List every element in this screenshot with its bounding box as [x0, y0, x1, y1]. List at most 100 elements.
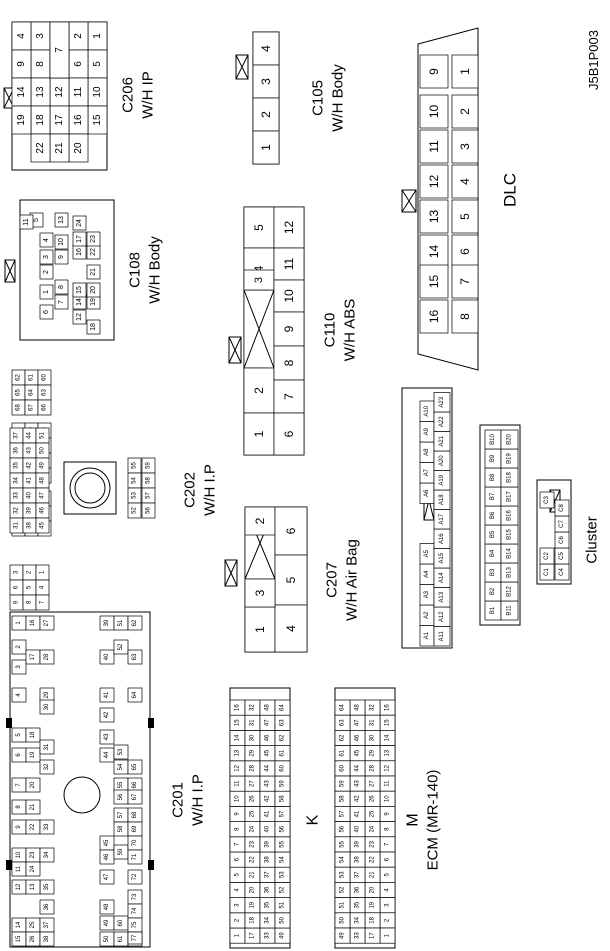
pin-label: 6	[385, 857, 391, 861]
pin-label: 56	[146, 507, 152, 514]
pin-label: A17	[439, 513, 445, 524]
pin-label: 40	[355, 825, 361, 832]
pin-label: 21	[370, 871, 376, 878]
pin-label: 74	[132, 907, 138, 914]
pin-label: 18	[90, 323, 97, 331]
pin-label: A3	[424, 590, 430, 598]
pin-label: A12	[439, 611, 445, 622]
pin-label: 1	[458, 68, 472, 75]
pin-label: 4	[458, 178, 472, 185]
pin-label: 6	[16, 753, 22, 757]
pin-label: B18	[507, 472, 513, 483]
pin-label: 13	[427, 210, 441, 224]
pin-label: 57	[118, 811, 124, 818]
pin-label: 11	[16, 865, 22, 872]
pin-label: A15	[439, 552, 445, 563]
pin-label: 14	[16, 921, 22, 928]
pin-cell	[127, 789, 143, 805]
pin-label: 55	[340, 840, 346, 847]
pin-label: 11	[73, 86, 84, 97]
pin-label: 32	[44, 763, 50, 770]
pin-label: 1	[16, 621, 22, 625]
pin-label: 17	[250, 932, 256, 939]
pin-label: 12	[385, 764, 391, 771]
pin-label: 48	[265, 704, 271, 711]
pin-label: 5	[458, 213, 472, 220]
pin-label: 1	[252, 430, 266, 437]
pin-label: 13	[235, 749, 241, 756]
pin-cell	[54, 234, 69, 250]
pin-label: 15	[76, 286, 83, 294]
pin-cell	[419, 234, 449, 269]
pin-label: 39	[265, 840, 271, 847]
pin-label: 9	[235, 812, 241, 816]
pin-label: B8	[490, 473, 496, 481]
pin-label: 55	[280, 840, 286, 847]
pin-label: 20	[370, 886, 376, 893]
pin-cell	[35, 594, 50, 611]
pin-label: 6	[458, 248, 472, 255]
pin-label: 18	[35, 114, 46, 126]
pin-label: 27	[370, 780, 376, 787]
pin-label: 24	[30, 865, 36, 872]
pin-label: 57	[146, 492, 152, 499]
pin-label: 36	[44, 903, 50, 910]
pin-label: 63	[132, 653, 138, 660]
pin-label: A14	[439, 572, 445, 583]
pin-label: 60	[340, 764, 346, 771]
connector-c201: 1234567891011121415161718192021222324252…	[6, 611, 207, 948]
pin-label: 12	[76, 313, 83, 321]
pin-label: 53	[132, 492, 138, 499]
pin-label: 59	[118, 848, 124, 855]
pin-cell	[11, 639, 27, 655]
pin-label: 73	[132, 893, 138, 900]
pin-cell	[274, 699, 291, 716]
pin-label: 16	[30, 619, 36, 626]
pin-label: 57	[340, 810, 346, 817]
pin-label: 14	[385, 734, 391, 741]
pin-cell	[274, 604, 308, 653]
pin-label: 23	[370, 840, 376, 847]
pin-cell	[419, 299, 449, 334]
pin-label: 3	[35, 33, 46, 39]
pin-cell	[451, 299, 479, 334]
pin-cell	[39, 304, 54, 320]
pin-label: 38	[265, 856, 271, 863]
pin-label: 46	[40, 507, 46, 514]
pin-cell	[39, 931, 55, 947]
pin-label: 42	[27, 462, 33, 469]
pin-label: 37	[44, 921, 50, 928]
pin-label: 68	[132, 811, 138, 818]
pin-label: 21	[90, 268, 97, 276]
pin-label: 51	[280, 901, 286, 908]
pin-cell	[500, 429, 519, 450]
pin-label: 51	[340, 901, 346, 908]
pin-label: 8	[58, 285, 65, 289]
pin-cell	[433, 392, 451, 413]
pin-label: 59	[146, 462, 152, 469]
pin-label: B1	[490, 606, 496, 614]
pin-label: 69	[132, 825, 138, 832]
pin-label: 20	[30, 781, 36, 788]
connector-sub: W/H Air Bag	[344, 539, 361, 621]
pin-label: 24	[250, 825, 256, 832]
pin-label: 14	[16, 86, 27, 98]
pin-label: 6	[284, 527, 298, 534]
pin-cell	[11, 659, 27, 675]
pin-label: 20	[90, 286, 97, 294]
pin-label: 53	[340, 871, 346, 878]
pin-label: 31	[370, 719, 376, 726]
pin-label: 37	[265, 871, 271, 878]
pin-cell	[274, 554, 308, 606]
pin-label: 63	[280, 719, 286, 726]
pin-label: 34	[44, 851, 50, 858]
connector-name: C207	[324, 562, 341, 598]
pin-label: 9	[16, 825, 22, 829]
pin-label: 3	[253, 277, 265, 283]
pin-label: 30	[370, 734, 376, 741]
pin-label: 62	[280, 734, 286, 741]
pin-label: 34	[14, 477, 20, 484]
